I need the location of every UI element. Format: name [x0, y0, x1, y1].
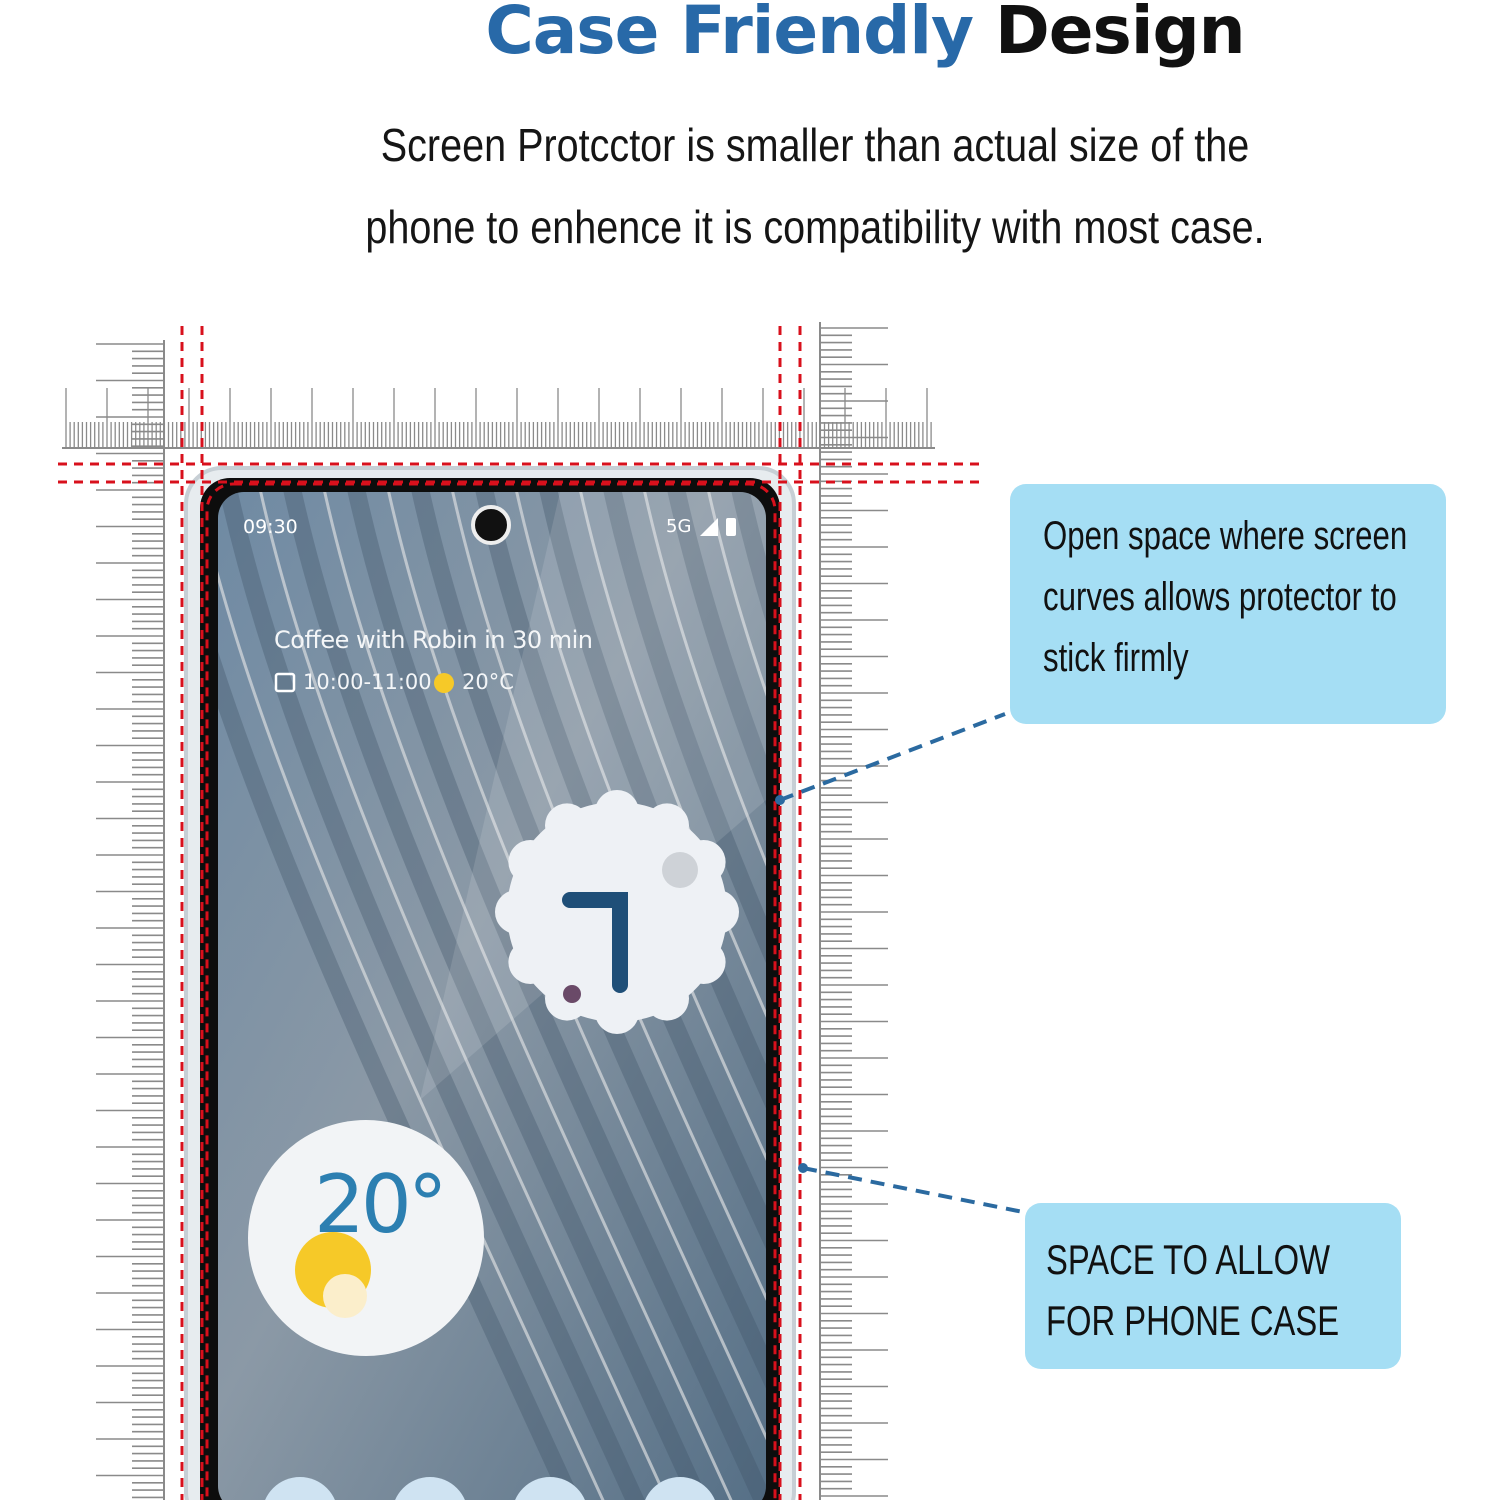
red-guides	[58, 326, 980, 1500]
battery-icon	[726, 518, 736, 536]
ruler-left	[96, 340, 165, 1500]
status-network: 5G	[666, 516, 692, 537]
camera-hole-icon	[471, 505, 511, 545]
leader-lines	[779, 712, 1029, 1215]
phone-illustration	[58, 322, 1029, 1500]
event-title: Coffee with Robin in 30 min	[274, 626, 593, 654]
dock-icons	[262, 1477, 718, 1500]
callout-open-space: Open space where screen curves allows pr…	[1010, 484, 1446, 724]
page-title: Case Friendly Design	[0, 0, 1500, 69]
subtitle: Screen Protcctor is smaller than actual …	[365, 119, 1265, 253]
leader-dot-top	[775, 795, 785, 805]
ruler-top	[62, 388, 935, 449]
calendar-icon	[274, 672, 296, 693]
leader-dot-bottom	[798, 1163, 808, 1173]
title-rest: Design	[994, 0, 1246, 69]
title-highlight: Case Friendly	[485, 0, 974, 69]
event-temperature: 20°C	[462, 670, 514, 694]
signal-icon	[700, 518, 718, 536]
callout-case-space-text: SPACE TO ALLOW FOR PHONE CASE	[1046, 1236, 1340, 1344]
sun-icon	[434, 673, 454, 693]
phone-screen	[218, 492, 766, 1500]
weather-temperature: 20°	[314, 1158, 448, 1251]
status-time: 09:30	[243, 516, 298, 538]
wallpaper-feathers	[218, 492, 766, 1500]
callout-case-space: SPACE TO ALLOW FOR PHONE CASE	[1025, 1203, 1401, 1369]
callout-open-space-text: Open space where screen curves allows pr…	[1043, 514, 1408, 680]
clock-widget-icon	[495, 790, 739, 1034]
ruler-right	[819, 322, 888, 1500]
event-time: 10:00-11:00	[303, 670, 432, 694]
weather-widget	[248, 1120, 484, 1356]
